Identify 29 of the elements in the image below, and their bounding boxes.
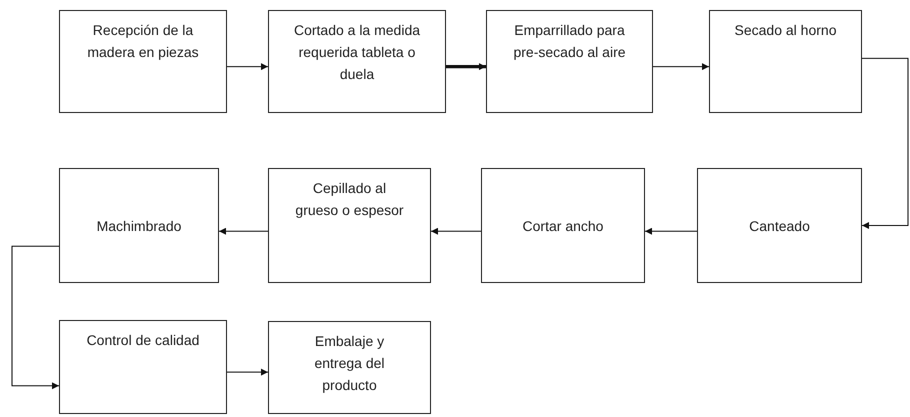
step-label: Embalaje y entrega del producto	[313, 332, 386, 395]
process-box	[59, 10, 227, 113]
arrow	[446, 63, 486, 70]
process-box	[481, 168, 645, 283]
arrow	[862, 58, 908, 229]
process-box	[486, 10, 653, 113]
step-label: Secado al horno	[734, 21, 836, 40]
process-box	[709, 10, 862, 113]
arrow	[226, 368, 268, 376]
process-box	[268, 168, 431, 283]
process-box	[697, 168, 862, 283]
step-label: Canteado	[749, 216, 810, 236]
step-label: Cortado a la medida requerida tableta o duela	[293, 21, 421, 84]
process-box	[268, 10, 446, 113]
step-label: Recepción de la madera en piezas	[86, 21, 200, 62]
process-box	[59, 168, 219, 283]
arrow	[430, 228, 482, 235]
arrow	[644, 228, 698, 235]
arrow	[12, 246, 60, 390]
step-label: Control de calidad	[86, 331, 200, 350]
arrow	[218, 228, 268, 235]
process-box	[59, 320, 227, 414]
step-label: Emparrillado para pre-secado al aire	[512, 21, 627, 62]
step-label: Machimbrado	[96, 216, 182, 236]
step-label: Cepillado al grueso o espesor	[294, 179, 405, 220]
arrow	[226, 63, 268, 70]
process-box	[268, 321, 431, 414]
arrow	[652, 63, 710, 70]
step-label: Cortar ancho	[522, 216, 604, 236]
